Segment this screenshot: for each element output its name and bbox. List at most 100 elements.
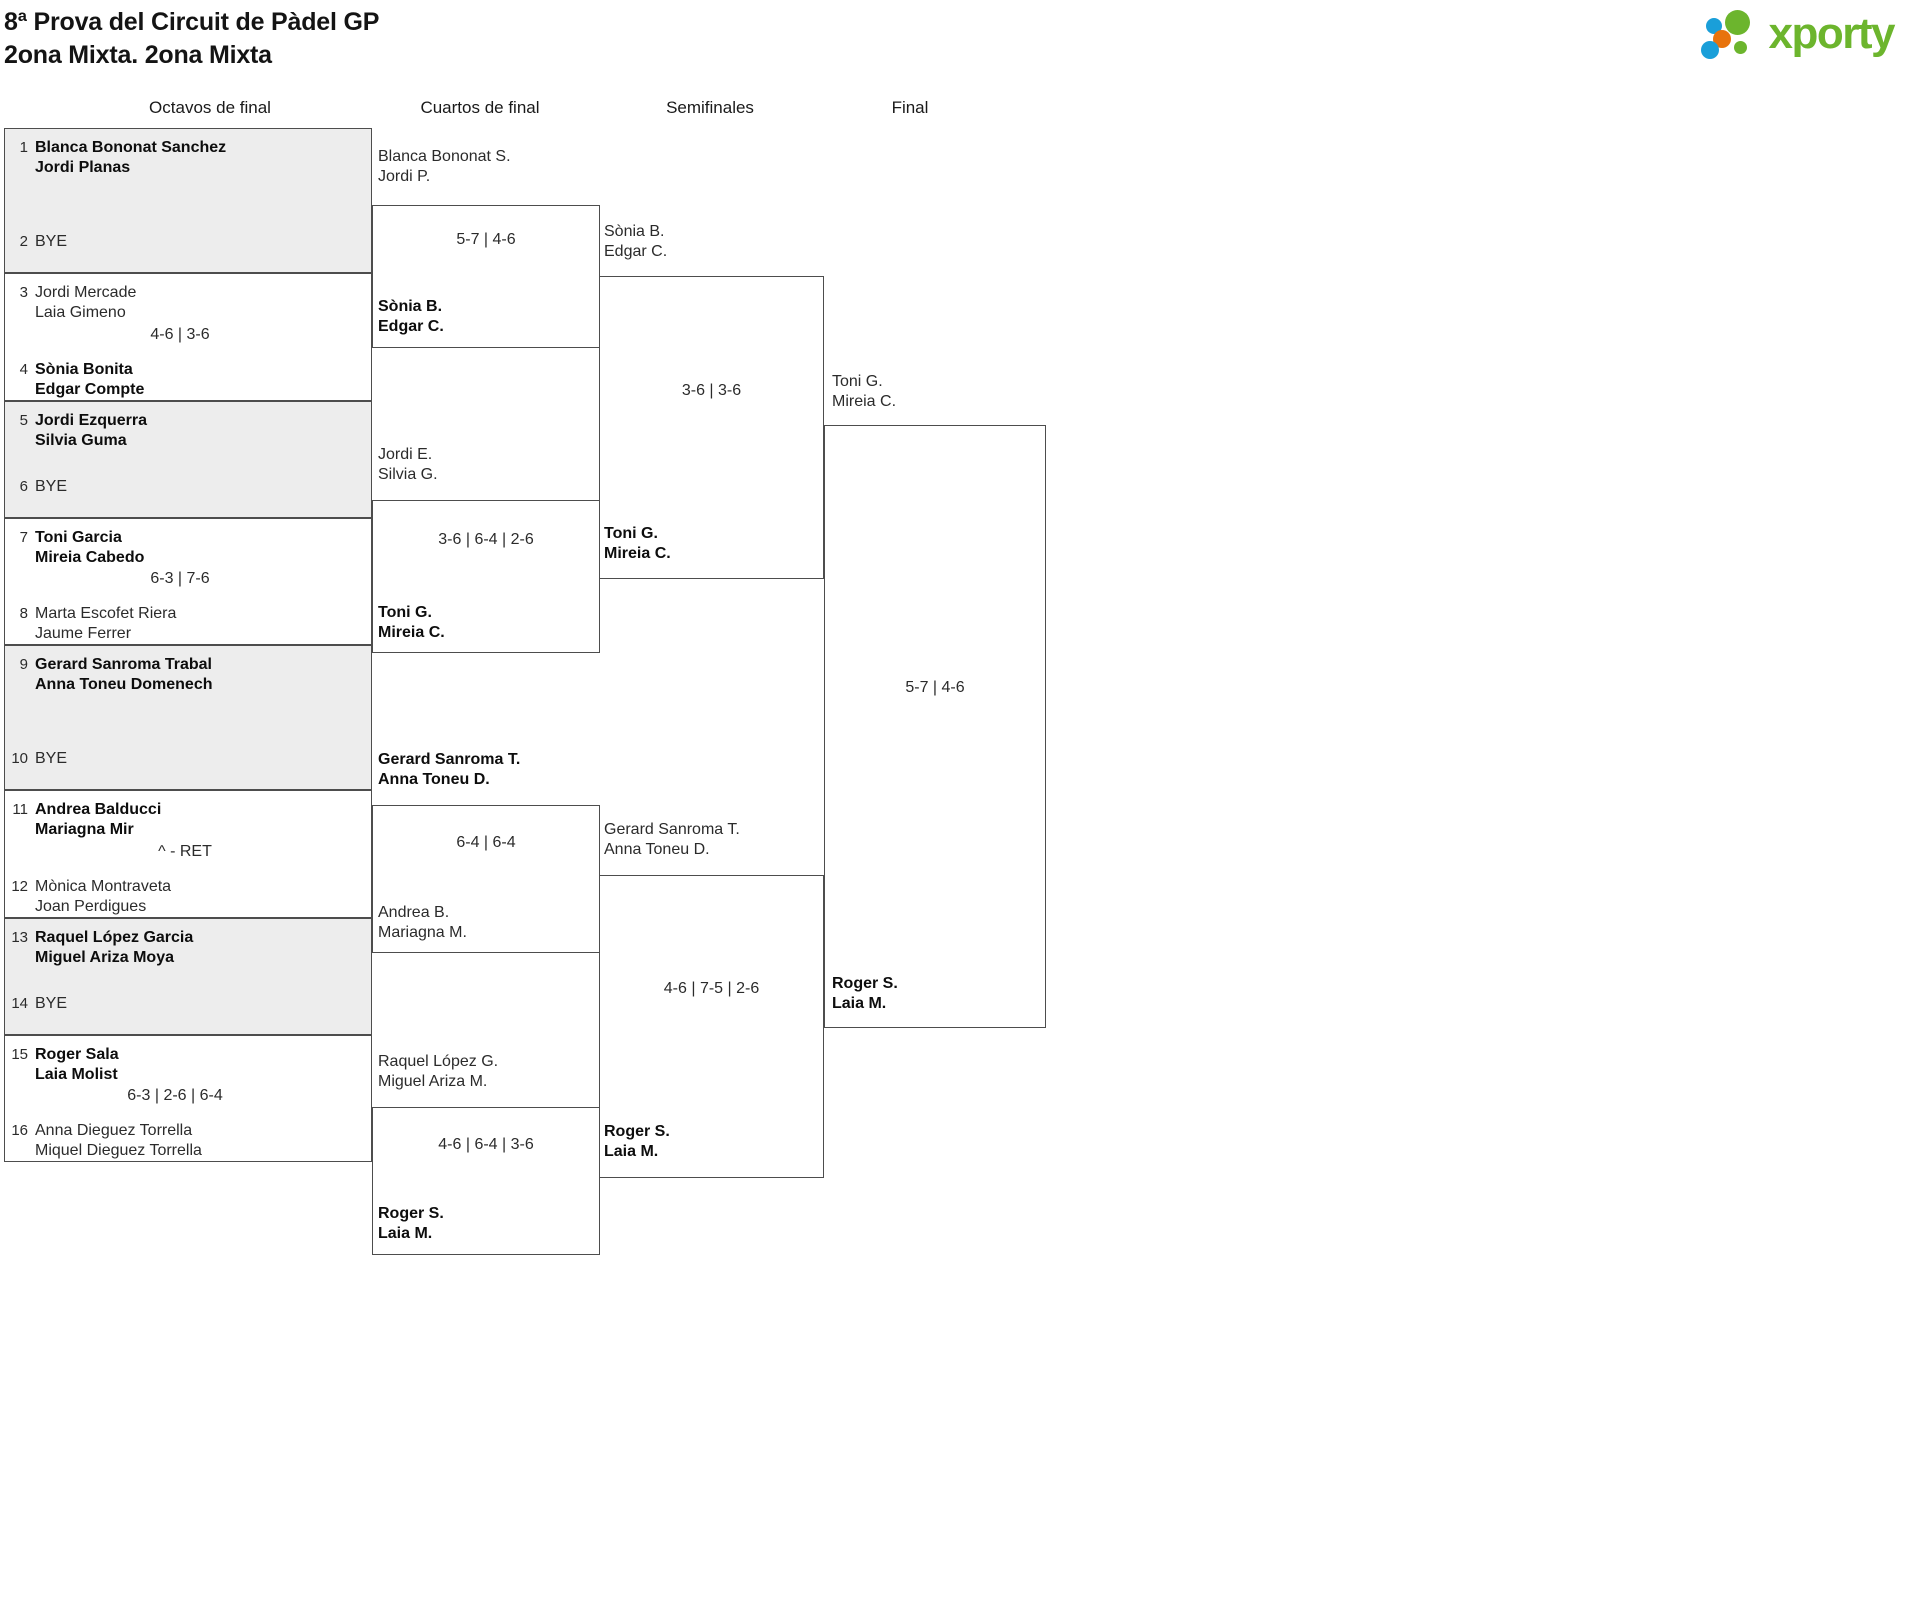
round3-match-1-top-line1: Sònia B. [604, 223, 665, 240]
round1-match-8-top-slot[interactable]: 15 Roger Sala Laia Molist [5, 1045, 371, 1085]
round1-match-4-bottom-slot[interactable]: 8 Marta Escofet Riera Jaume Ferrer [5, 604, 371, 644]
round3-match-1-top-line2: Edgar C. [604, 243, 668, 260]
round4-match-1-bottom-line2: Laia M. [832, 995, 887, 1012]
round1-match-4-top-slot[interactable]: 7 Toni Garcia Mireia Cabedo [5, 528, 371, 568]
round1-match-3[interactable]: 5 Jordi Ezquerra Silvia Guma 6 BYE [4, 401, 372, 518]
round2-match-3-top-line1: Gerard Sanroma T. [378, 751, 521, 768]
seed-number: 4 [19, 361, 28, 378]
round1-match-3-top-slot[interactable]: 5 Jordi Ezquerra Silvia Guma [5, 411, 371, 451]
round3-match-2-bottom-line2: Laia M. [604, 1143, 659, 1160]
round-heading-final: Final [891, 98, 929, 117]
player-name-1: BYE [35, 995, 68, 1012]
player-name-1: Sònia Bonita [35, 361, 133, 378]
round1-match-5-top-slot[interactable]: 9 Gerard Sanroma Trabal Anna Toneu Domen… [5, 655, 371, 695]
player-name-2: Jaume Ferrer [35, 625, 132, 642]
player-name-1: Jordi Mercade [35, 284, 137, 301]
round2-match-4-bottom-line2: Laia M. [378, 1225, 433, 1242]
round2-match-3-bottom-line2: Mariagna M. [378, 924, 467, 941]
round2-match-2-bottom-line1: Toni G. [378, 604, 432, 621]
round1-match-7-bottom-slot[interactable]: 14 BYE [5, 994, 371, 1014]
player-name-1: Jordi Ezquerra [35, 412, 148, 429]
round2-match-4-score: 4-6 | 6-4 | 3-6 [438, 1136, 534, 1153]
player-name-1: Marta Escofet Riera [35, 605, 177, 622]
round1-match-7[interactable]: 13 Raquel López Garcia Miguel Ariza Moya… [4, 918, 372, 1035]
round1-match-8-score: 6-3 | 2-6 | 6-4 [127, 1087, 223, 1104]
round2-match-4-connector[interactable] [372, 1107, 600, 1255]
round1-match-6-score: ^ - RET [158, 843, 212, 860]
seed-number: 11 [12, 801, 28, 818]
round3-match-2-score: 4-6 | 7-5 | 2-6 [663, 980, 760, 997]
seed-number: 12 [11, 878, 28, 895]
seed-number: 6 [19, 478, 28, 495]
round-heading-cuartos: Cuartos de final [420, 98, 540, 117]
seed-number: 7 [19, 529, 28, 546]
round2-match-3-score: 6-4 | 6-4 [456, 834, 516, 851]
round2-match-1-top-line2: Jordi P. [378, 168, 431, 185]
round1-match-4[interactable]: 7 Toni Garcia Mireia Cabedo 8 Marta Esco… [4, 518, 372, 645]
seed-number: 8 [19, 605, 28, 622]
xporty-logo-mark-icon [1699, 8, 1763, 60]
round3-match-2-connector[interactable] [599, 875, 824, 1178]
page-title: 8ª Prova del Circuit de Pàdel GP 2ona Mi… [4, 6, 1104, 72]
round2-match-4-top-line2: Miguel Ariza M. [378, 1073, 488, 1090]
player-name-2: Anna Toneu Domenech [35, 676, 213, 693]
round1-match-5[interactable]: 9 Gerard Sanroma Trabal Anna Toneu Domen… [4, 645, 372, 790]
seed-number: 2 [19, 233, 28, 250]
player-name-1: Raquel López Garcia [35, 929, 194, 946]
round1-match-8[interactable]: 15 Roger Sala Laia Molist 16 Anna Diegue… [4, 1035, 372, 1162]
seed-number: 15 [11, 1046, 28, 1063]
round2-match-4-bottom-line1: Roger S. [378, 1205, 444, 1222]
player-name-1: Toni Garcia [35, 529, 122, 546]
player-name-1: Andrea Balducci [35, 801, 162, 818]
round1-match-6[interactable]: 11 Andrea Balducci Mariagna Mir 12 Mònic… [4, 790, 372, 918]
player-name-1: Mònica Montraveta [35, 878, 172, 895]
xporty-logo: xporty [1699, 6, 1896, 62]
round2-match-1-score: 5-7 | 4-6 [456, 231, 516, 248]
seed-number: 3 [19, 284, 28, 301]
round4-match-1-connector[interactable] [824, 425, 1046, 1028]
round3-match-1-score: 3-6 | 3-6 [681, 382, 742, 399]
round3-match-2-bottom-line1: Roger S. [604, 1123, 670, 1140]
round3-match-2-top-line1: Gerard Sanroma T. [604, 821, 740, 838]
player-name-2: Joan Perdigues [35, 898, 147, 915]
round1-match-2[interactable]: 3 Jordi Mercade Laia Gimeno 4 Sònia Boni… [4, 273, 372, 401]
round1-match-3-bottom-slot[interactable]: 6 BYE [5, 477, 371, 497]
seed-number: 16 [11, 1122, 28, 1139]
player-name-2: Laia Gimeno [35, 304, 126, 321]
title-line-1: 8ª Prova del Circuit de Pàdel GP [4, 8, 380, 36]
seed-number: 9 [19, 656, 28, 673]
round1-match-6-top-slot[interactable]: 11 Andrea Balducci Mariagna Mir [5, 800, 371, 840]
round1-match-5-bottom-slot[interactable]: 10 BYE [5, 749, 371, 769]
round4-match-1-bottom-line1: Roger S. [832, 975, 898, 992]
round2-match-2-top-line1: Jordi E. [378, 446, 433, 463]
round4-match-1-top-line1: Toni G. [832, 373, 883, 390]
round2-match-2-top-line2: Silvia G. [378, 466, 438, 483]
seed-number: 14 [11, 995, 28, 1012]
round3-match-1-connector[interactable] [599, 276, 824, 579]
player-name-2: Silvia Guma [35, 432, 127, 449]
round2-match-1-top-line1: Blanca Bononat S. [378, 148, 511, 165]
round1-match-1-top-slot[interactable]: 1 Blanca Bononat Sanchez Jordi Planas [5, 138, 371, 178]
round1-match-2-top-slot[interactable]: 3 Jordi Mercade Laia Gimeno [5, 283, 371, 323]
round2-match-1-bottom-line2: Edgar C. [378, 318, 444, 335]
player-name-2: Jordi Planas [35, 159, 131, 176]
player-name-2: Miquel Dieguez Torrella [35, 1142, 202, 1159]
round1-match-1-bottom-slot[interactable]: 2 BYE [5, 232, 371, 252]
player-name-2: Mariagna Mir [35, 821, 134, 838]
round1-match-2-bottom-slot[interactable]: 4 Sònia Bonita Edgar Compte [5, 360, 371, 400]
player-name-1: Anna Dieguez Torrella [35, 1122, 193, 1139]
round1-match-8-bottom-slot[interactable]: 16 Anna Dieguez Torrella Miquel Dieguez … [5, 1121, 371, 1161]
round-heading-semifinales: Semifinales [666, 98, 754, 117]
seed-number: 13 [11, 929, 28, 946]
round1-match-2-score: 4-6 | 3-6 [150, 326, 210, 343]
round-heading-octavos: Octavos de final [149, 98, 271, 117]
round1-match-1[interactable]: 1 Blanca Bononat Sanchez Jordi Planas 2 … [4, 128, 372, 273]
player-name-2: Miguel Ariza Moya [35, 949, 174, 966]
player-name-1: Roger Sala [35, 1046, 119, 1063]
round2-match-3-top-line2: Anna Toneu D. [378, 771, 490, 788]
round1-match-6-bottom-slot[interactable]: 12 Mònica Montraveta Joan Perdigues [5, 877, 371, 917]
round2-match-2-score: 3-6 | 6-4 | 2-6 [438, 531, 534, 548]
xporty-logo-text: xporty [1768, 9, 1896, 58]
round1-match-7-top-slot[interactable]: 13 Raquel López Garcia Miguel Ariza Moya [5, 928, 371, 968]
round2-match-2-bottom-line2: Mireia C. [378, 624, 445, 641]
